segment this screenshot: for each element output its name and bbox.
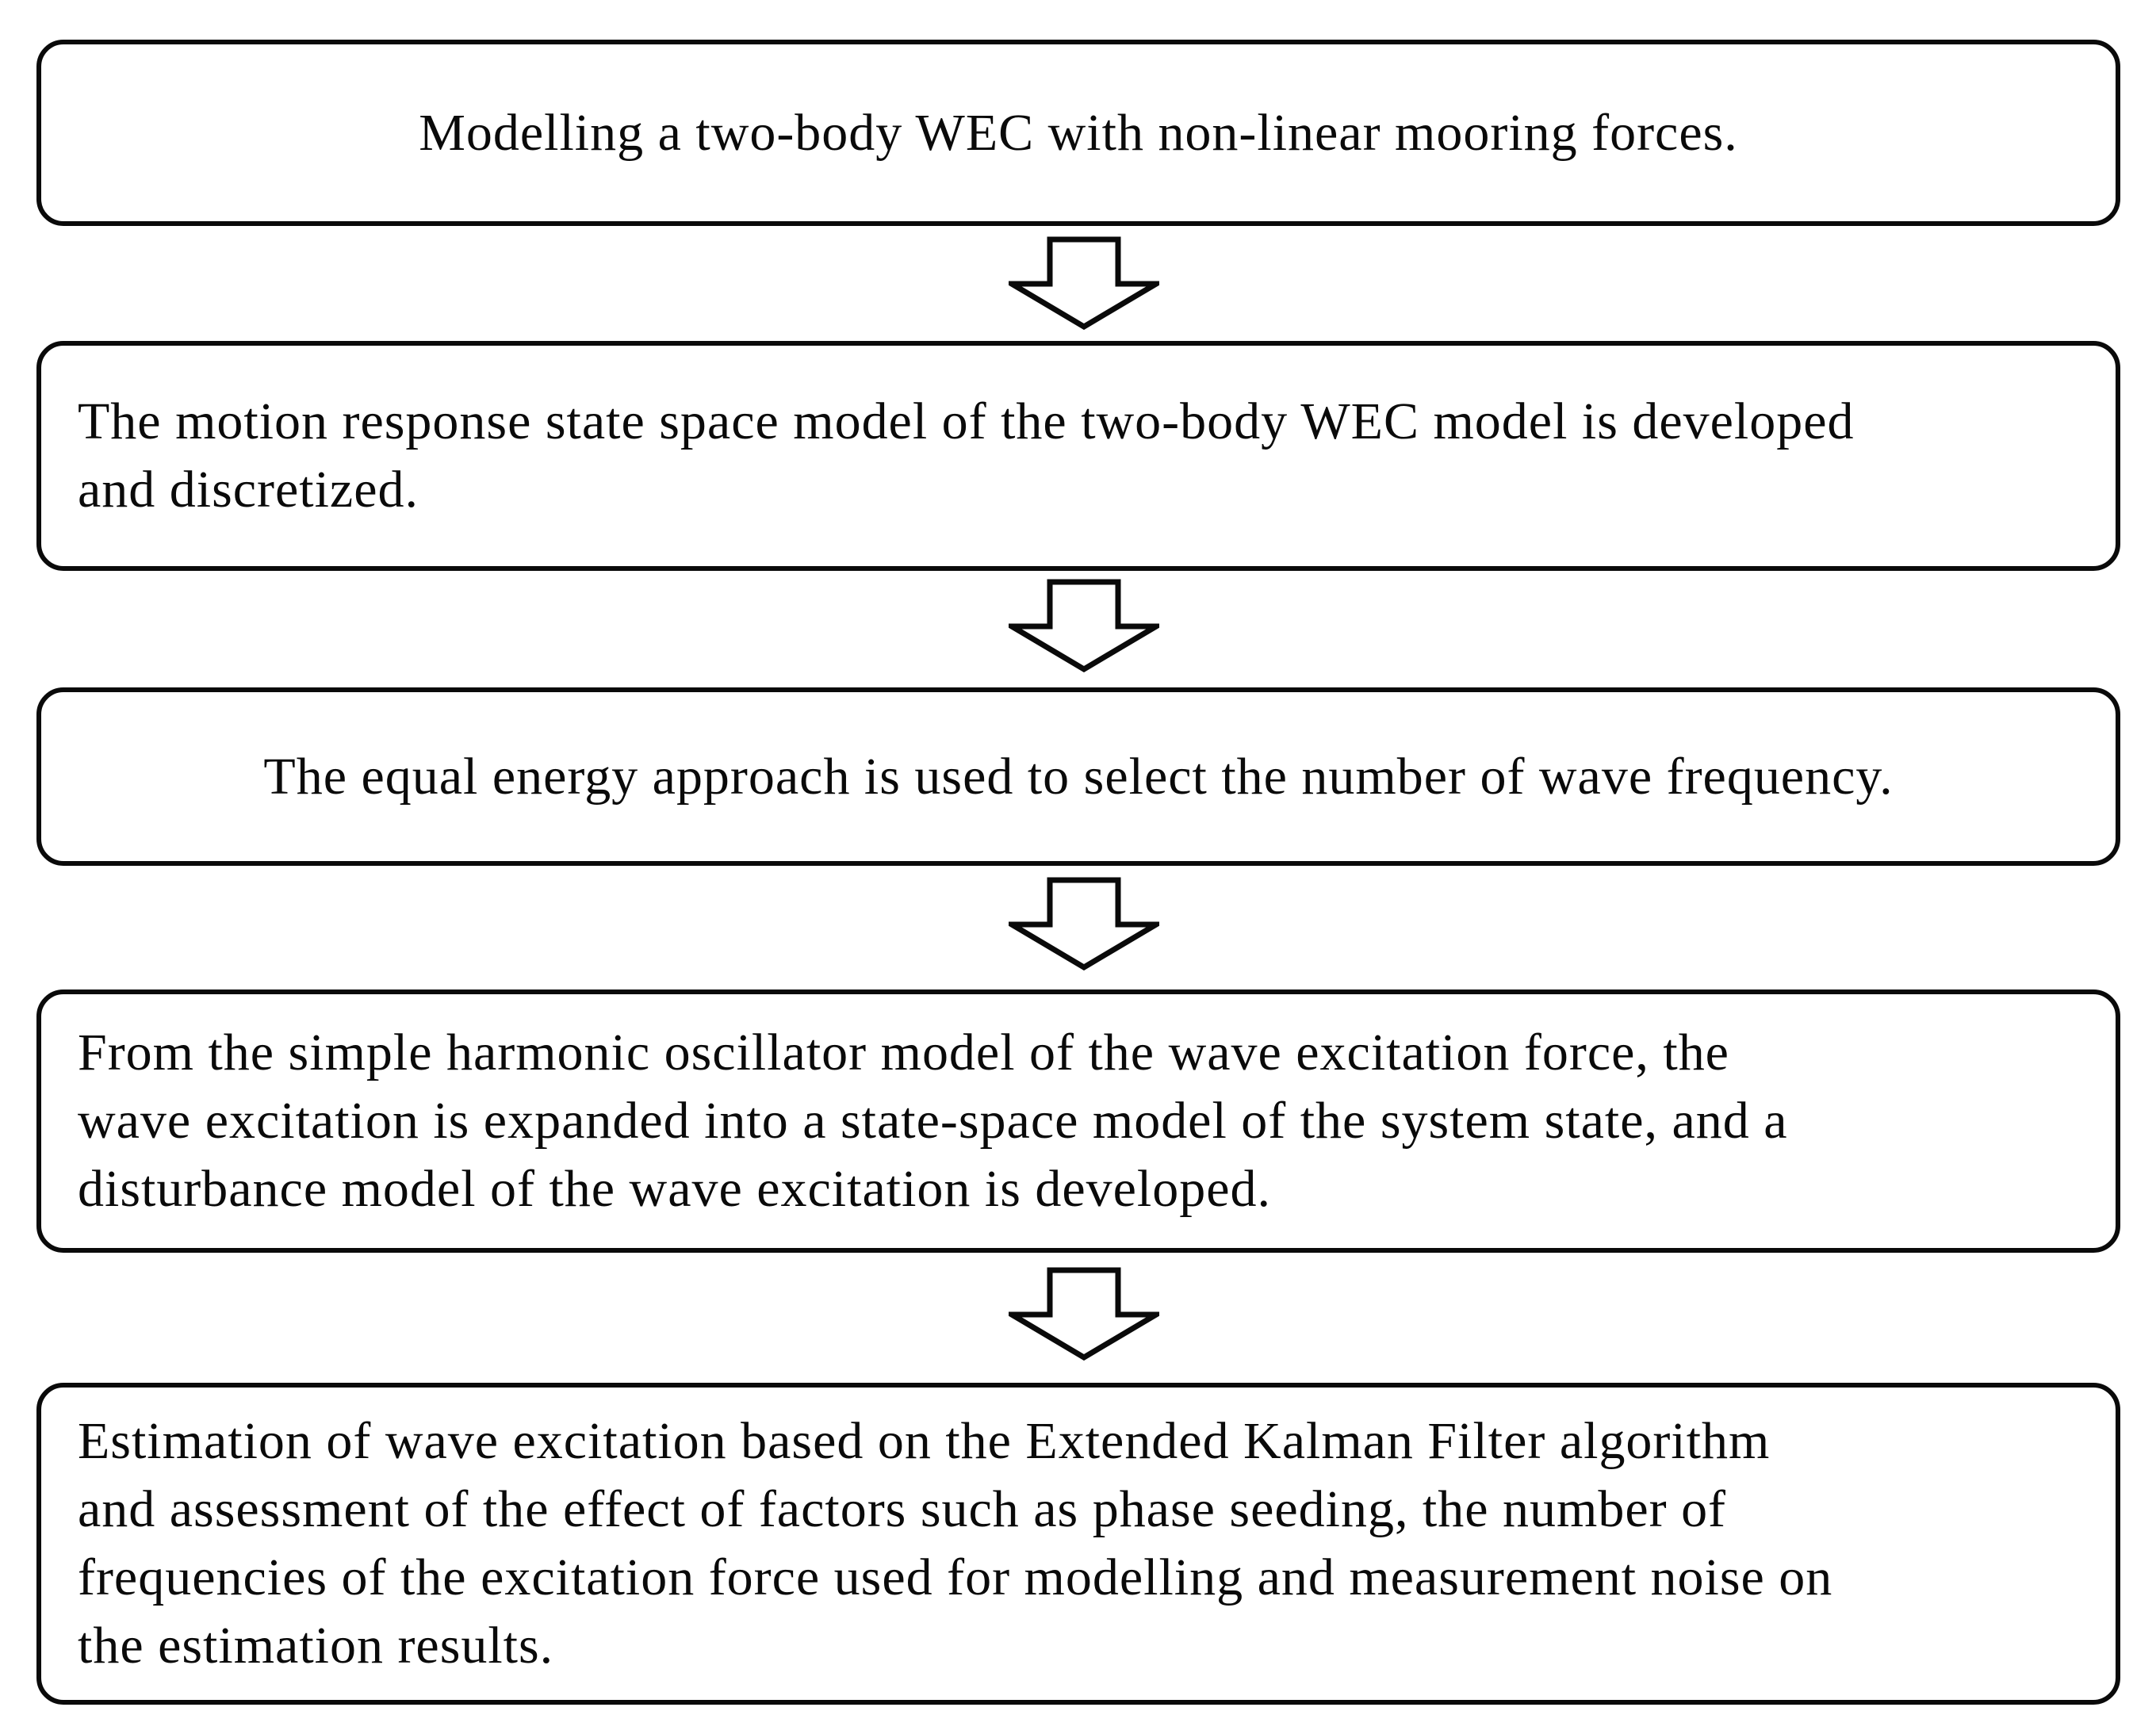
down-arrow-icon bbox=[1009, 877, 1159, 970]
flow-box-disturbance-model: From the simple harmonic oscillator mode… bbox=[36, 989, 2120, 1253]
down-arrow-icon bbox=[1009, 579, 1159, 672]
flow-box-equal-energy: The equal energy approach is used to sel… bbox=[36, 687, 2120, 866]
flow-box-text: The equal energy approach is used to sel… bbox=[263, 747, 1894, 806]
flow-box-text: Estimation of wave excitation based on t… bbox=[78, 1412, 1833, 1675]
down-arrow-icon bbox=[1009, 236, 1159, 330]
flow-box-text: From the simple harmonic oscillator mode… bbox=[78, 1024, 1788, 1218]
flow-box-state-space-model: The motion response state space model of… bbox=[36, 341, 2120, 571]
flow-box-ekf-estimation: Estimation of wave excitation based on t… bbox=[36, 1383, 2120, 1705]
flow-box-text: Modelling a two-body WEC with non-linear… bbox=[419, 103, 1738, 162]
down-arrow-icon bbox=[1009, 1267, 1159, 1361]
flow-box-modelling-wec: Modelling a two-body WEC with non-linear… bbox=[36, 40, 2120, 226]
flow-box-text: The motion response state space model of… bbox=[78, 392, 1855, 519]
